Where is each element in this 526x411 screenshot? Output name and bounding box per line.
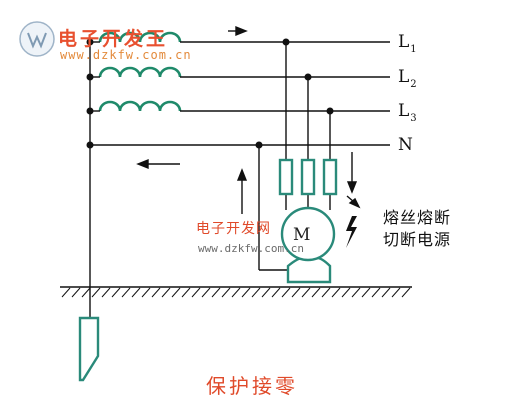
arrow-left-n <box>136 158 180 170</box>
fuse-l3 <box>322 158 338 196</box>
coil-l2 <box>98 66 182 78</box>
motor <box>280 206 336 284</box>
arrow-diag-motor <box>346 195 361 209</box>
annotation-line1: 熔丝熔断 <box>383 208 452 227</box>
label-l1: L1 <box>398 32 417 55</box>
transformer-coils <box>98 31 182 112</box>
arrows <box>136 25 361 214</box>
arrow-up-neutral <box>236 168 248 214</box>
wiring <box>89 41 390 318</box>
arrow-down-l3 <box>346 152 358 194</box>
fuse-l1 <box>278 158 294 196</box>
watermark-url: www.dzkfw.com.cn <box>60 48 192 62</box>
ground-electrode <box>78 316 100 382</box>
motor-label: M <box>293 225 311 245</box>
watermark-center-url: www.dzkfw.com.cn <box>198 242 304 255</box>
coil-l3 <box>98 100 182 112</box>
motor-base <box>286 256 332 284</box>
coil-l1 <box>98 31 182 43</box>
label-l3: L3 <box>398 101 417 124</box>
ground-hatching <box>61 287 411 298</box>
watermark-logo <box>19 21 55 57</box>
arrow-right-l1 <box>228 25 248 37</box>
junction-dots <box>86 38 334 149</box>
fuse-l2 <box>300 158 316 196</box>
watermark-title: 电子开发王 <box>58 28 169 50</box>
lightning-icon <box>346 216 357 248</box>
watermark-center-title: 电子开发网 <box>196 221 271 237</box>
label-l2: L2 <box>398 67 417 90</box>
motor-body <box>280 206 336 262</box>
annotation-line2: 切断电源 <box>383 230 452 249</box>
diagram-caption: 保护接零 <box>206 374 298 398</box>
label-n: N <box>398 135 413 155</box>
ground <box>60 286 412 382</box>
fuses <box>278 158 338 196</box>
